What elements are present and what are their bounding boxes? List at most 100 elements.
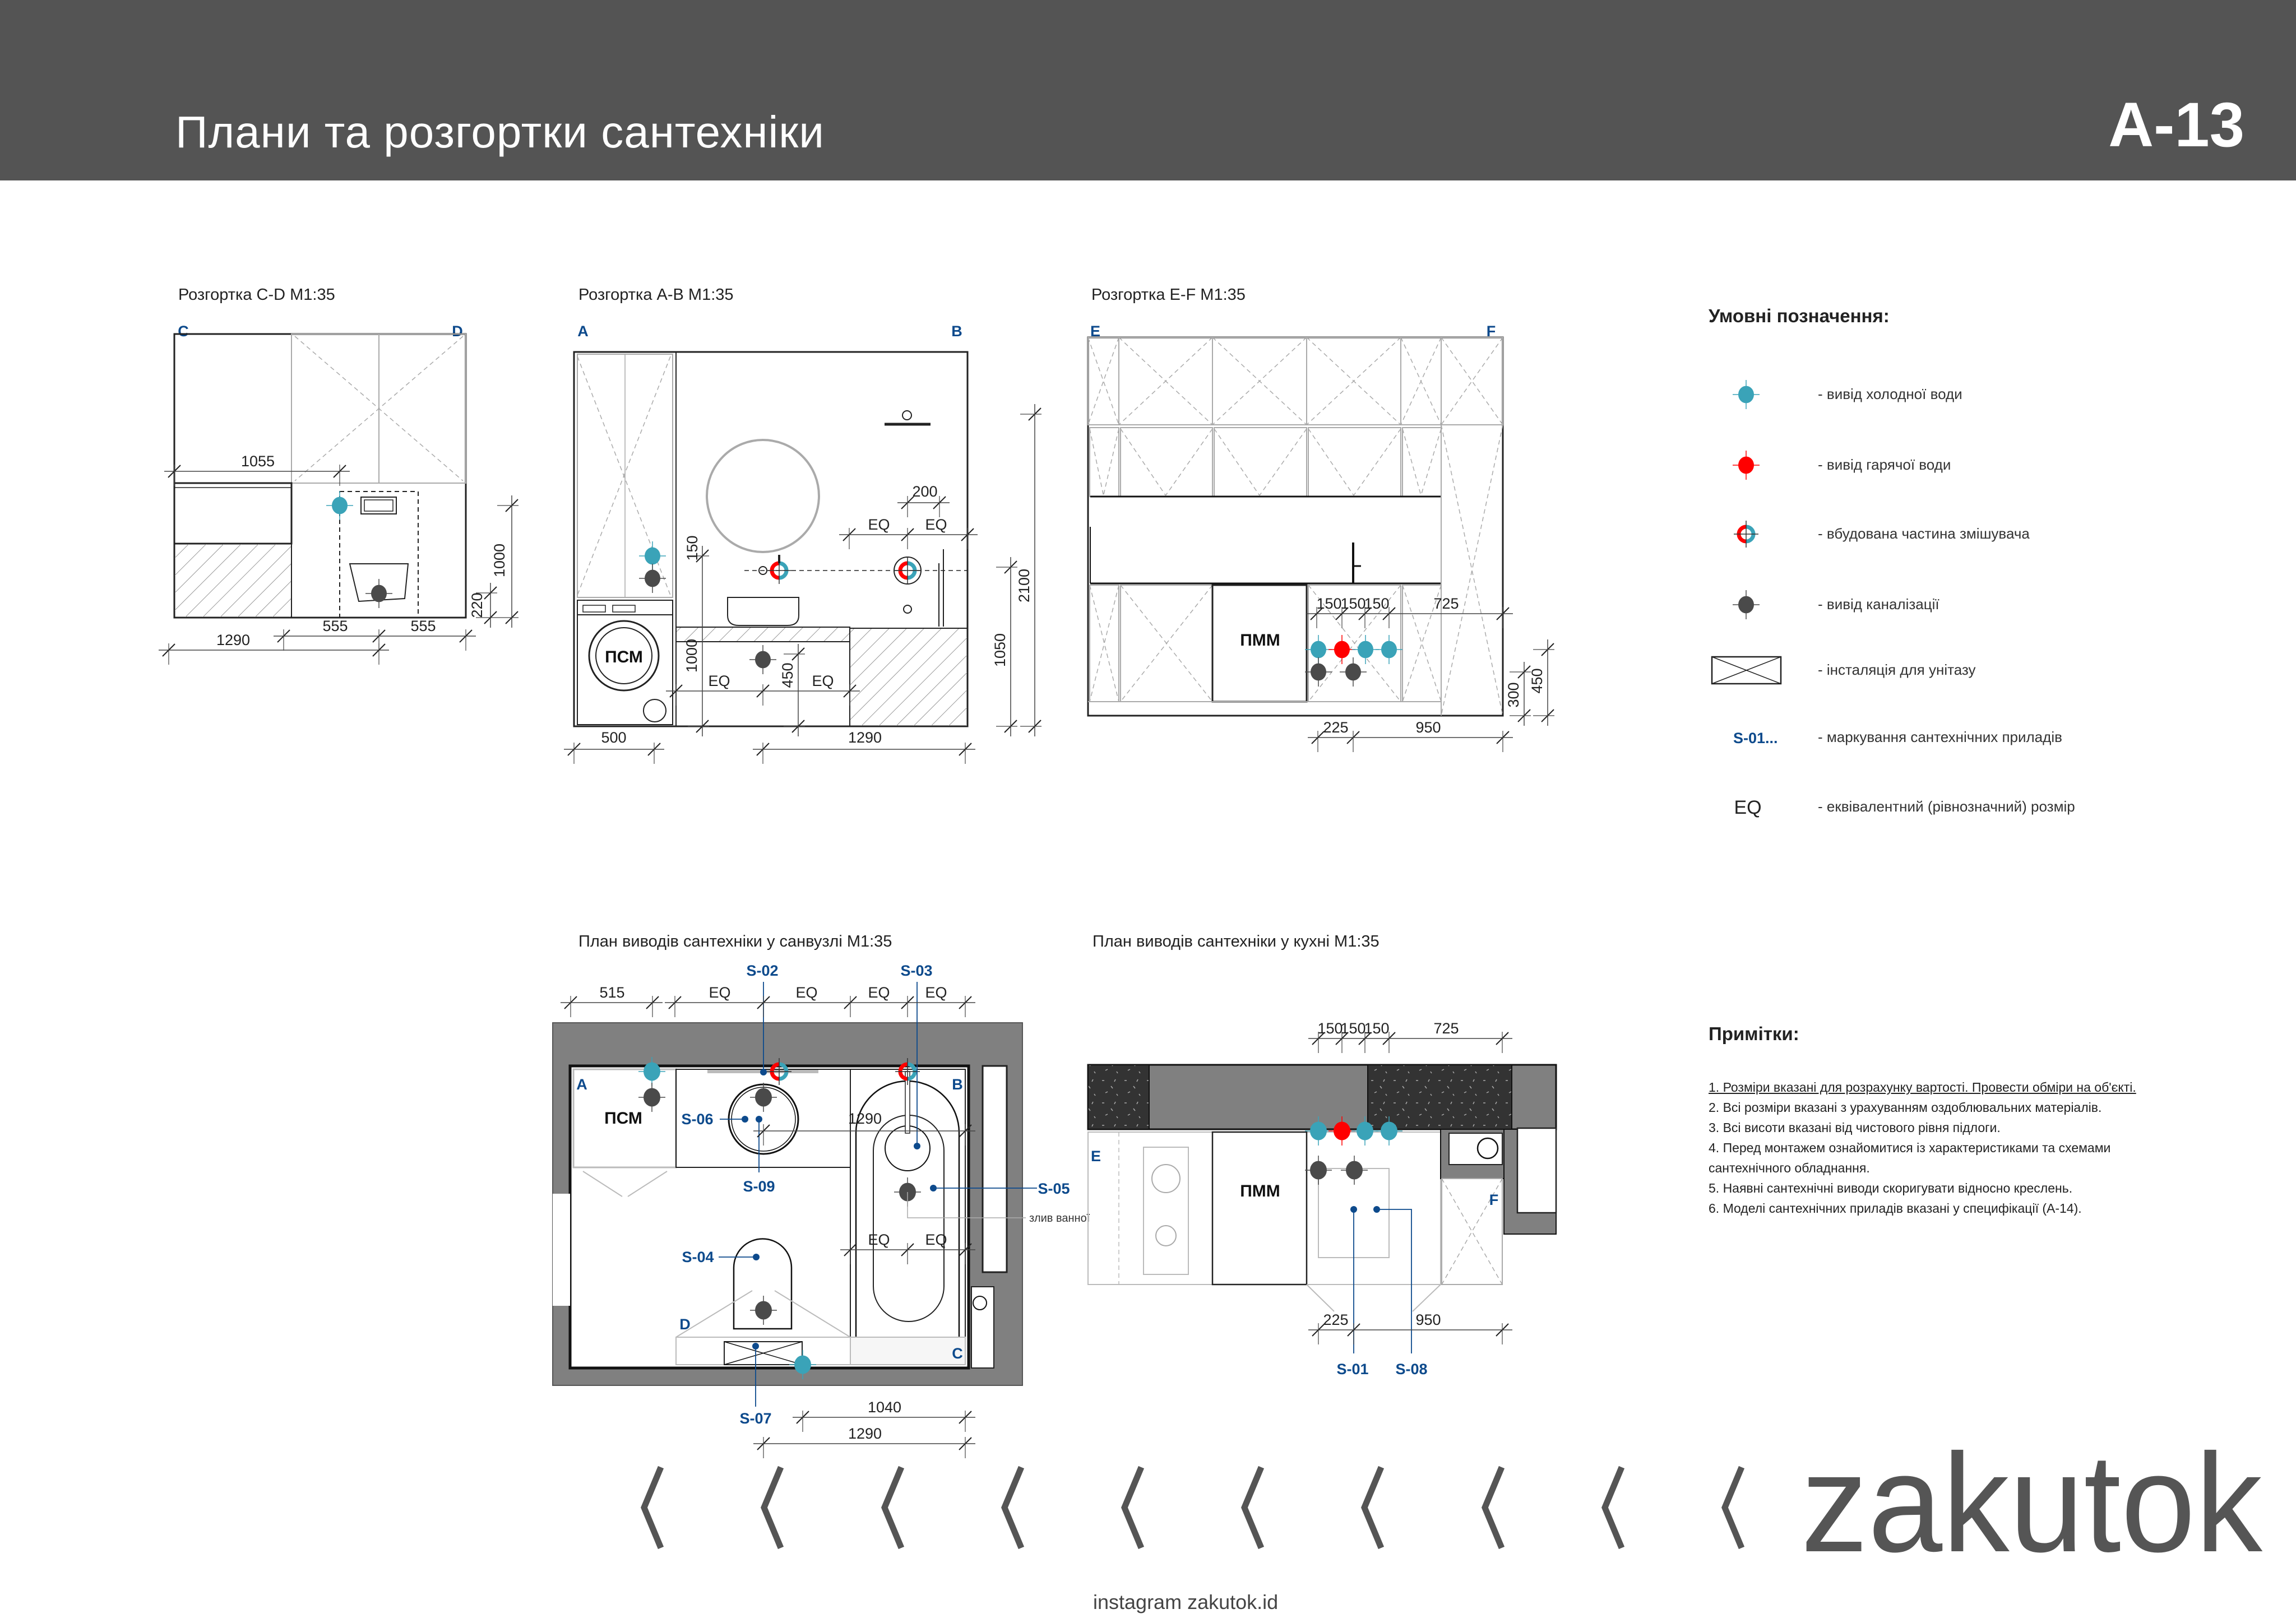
legend-label-marker: - маркування сантехнічних приладів: [1818, 729, 2062, 745]
line: [1441, 424, 1503, 716]
cold-water-outlet-icon: [1311, 641, 1326, 659]
fixture-marker-dot: [742, 1116, 748, 1123]
elevation-ab-title: Розгортка A-B M1:35: [578, 286, 734, 304]
dimension-label: 200: [912, 483, 937, 500]
line: [1103, 428, 1119, 496]
notes-title: Примітки:: [1709, 1023, 1799, 1044]
hatched-bath-side: [849, 628, 968, 727]
fixture-marker-dot: [1373, 1206, 1380, 1213]
line: [582, 1171, 623, 1197]
line: [1353, 428, 1401, 496]
line: [1089, 428, 1104, 496]
line: [1306, 1284, 1335, 1312]
panel-diagonal: [1120, 585, 1213, 702]
notes-list: 1. Розміри вказані для розрахунку вартос…: [1709, 1077, 2140, 1218]
legend-label-sewer: - вивід каналізації: [1818, 596, 1939, 613]
dimension-label: 225: [1323, 1311, 1348, 1328]
elevation-ef-title: Розгортка E-F M1:35: [1091, 286, 1246, 304]
washer-label: ПСМ: [604, 1109, 642, 1128]
kitchen-plan-title: План виводів сантехніки у кухні M1:35: [1093, 933, 1380, 950]
chevron-left-icon: [881, 1466, 905, 1550]
dimension-label: 450: [779, 662, 796, 688]
terrazzo-shelf: [850, 1337, 966, 1365]
dishwasher-label: ПММ: [1240, 1182, 1280, 1200]
line: [1308, 428, 1354, 496]
cold-water-outlet-icon: [1738, 386, 1754, 404]
dimension-label: 1290: [848, 1425, 882, 1442]
dimension-label: 725: [1433, 1020, 1459, 1037]
note-item: 5. Наявні сантехнічні виводи скоригувати…: [1709, 1181, 2073, 1195]
dishwasher-plan: [1211, 1131, 1308, 1286]
cold-water-outlet-icon: [794, 1355, 811, 1374]
fixture-marker-dot: [756, 1116, 762, 1123]
dimension-label: 150: [1317, 1020, 1343, 1037]
marker-label: S-05: [1038, 1180, 1070, 1197]
dimension-label: 555: [322, 618, 348, 634]
dimension-label: EQ: [925, 516, 947, 533]
dimension-label: 150: [1340, 595, 1365, 612]
cold-water-outlet-icon: [644, 1062, 660, 1081]
dimension-label: 150: [684, 535, 701, 560]
chevron-left-icon: [1241, 1466, 1265, 1550]
marker-label: S-09: [743, 1178, 775, 1195]
fixture-marker-symbol: S-01...: [1733, 730, 1778, 746]
panel-diagonal: [1402, 585, 1442, 702]
dimension-label: 555: [410, 618, 436, 634]
dimension-label: 1040: [868, 1399, 901, 1416]
corner-label: C: [952, 1345, 963, 1362]
riser-pipe: [1476, 1137, 1499, 1160]
corner-label: A: [576, 1076, 587, 1093]
flush-plate: [360, 497, 397, 514]
dimension-label: 1055: [241, 453, 275, 470]
washer-display: [612, 605, 636, 613]
chevron-left-icon: [1121, 1466, 1145, 1550]
dimension-label: 950: [1415, 719, 1441, 736]
vessel-basin: [727, 597, 799, 626]
dimension-label: EQ: [868, 516, 890, 533]
spout-icon: [903, 605, 912, 614]
note-item: 2. Всі розміри вказані з урахуванням озд…: [1709, 1100, 2102, 1115]
sewer-outlet-icon: [1345, 663, 1361, 681]
dimension-label: 150: [1364, 1020, 1389, 1037]
dimension-label: 1290: [216, 632, 250, 648]
kitchen-counter: [1087, 1132, 1441, 1285]
vanity-countertop: [675, 627, 850, 642]
chevron-left-icon: [761, 1466, 784, 1550]
sewer-outlet-icon: [371, 585, 387, 602]
instagram-handle: instagram zakutok.id: [1093, 1590, 1279, 1613]
dimension-label: EQ: [708, 673, 730, 689]
washer-drawer: [582, 605, 606, 613]
fixture-marker-dot: [930, 1185, 937, 1191]
chevron-left-icon: [1001, 1466, 1025, 1550]
dimension-label: 150: [1316, 595, 1341, 612]
legend-label-eq: - еквівалентний (рівнозначний) розмір: [1818, 798, 2075, 815]
dimension-label: 150: [1340, 1020, 1365, 1037]
cold-water-outlet-icon: [1358, 641, 1373, 659]
elevation-cd-title: Розгортка C-D M1:35: [178, 286, 335, 304]
duct-opening: [1448, 1133, 1503, 1165]
marker-leader-line: [1377, 1209, 1412, 1353]
chevron-left-icon: [1601, 1466, 1625, 1550]
sewer-outlet-icon: [1311, 663, 1326, 681]
line: [1165, 428, 1213, 496]
wall-cabinet: [1214, 427, 1307, 497]
line: [627, 1171, 668, 1197]
panel-diagonal: [1306, 337, 1401, 425]
washer-door: [588, 620, 660, 692]
tall-cabinet-plan: [1441, 1178, 1503, 1285]
elevation-ab-label-left: A: [577, 323, 589, 340]
dimension-label: 500: [601, 729, 626, 746]
hatched-niche: [174, 543, 292, 618]
elevation-ef-label-left: E: [1090, 323, 1100, 340]
sheet-number: A-13: [2108, 90, 2244, 160]
dimension-label: EQ: [925, 984, 947, 1001]
wall-cabinet: [1089, 427, 1119, 497]
drain-note: злив ванної: [1029, 1212, 1090, 1225]
dimension-label: EQ: [925, 1231, 947, 1248]
dimension-label: 950: [1415, 1311, 1441, 1328]
note-item: 6. Моделі сантехнічних приладів вказані …: [1709, 1201, 2082, 1216]
note-item: 3. Всі висоти вказані від чистового рівн…: [1709, 1120, 2001, 1135]
marker-label: S-03: [900, 962, 932, 979]
cabinet: [173, 482, 293, 545]
line: [774, 1290, 851, 1338]
